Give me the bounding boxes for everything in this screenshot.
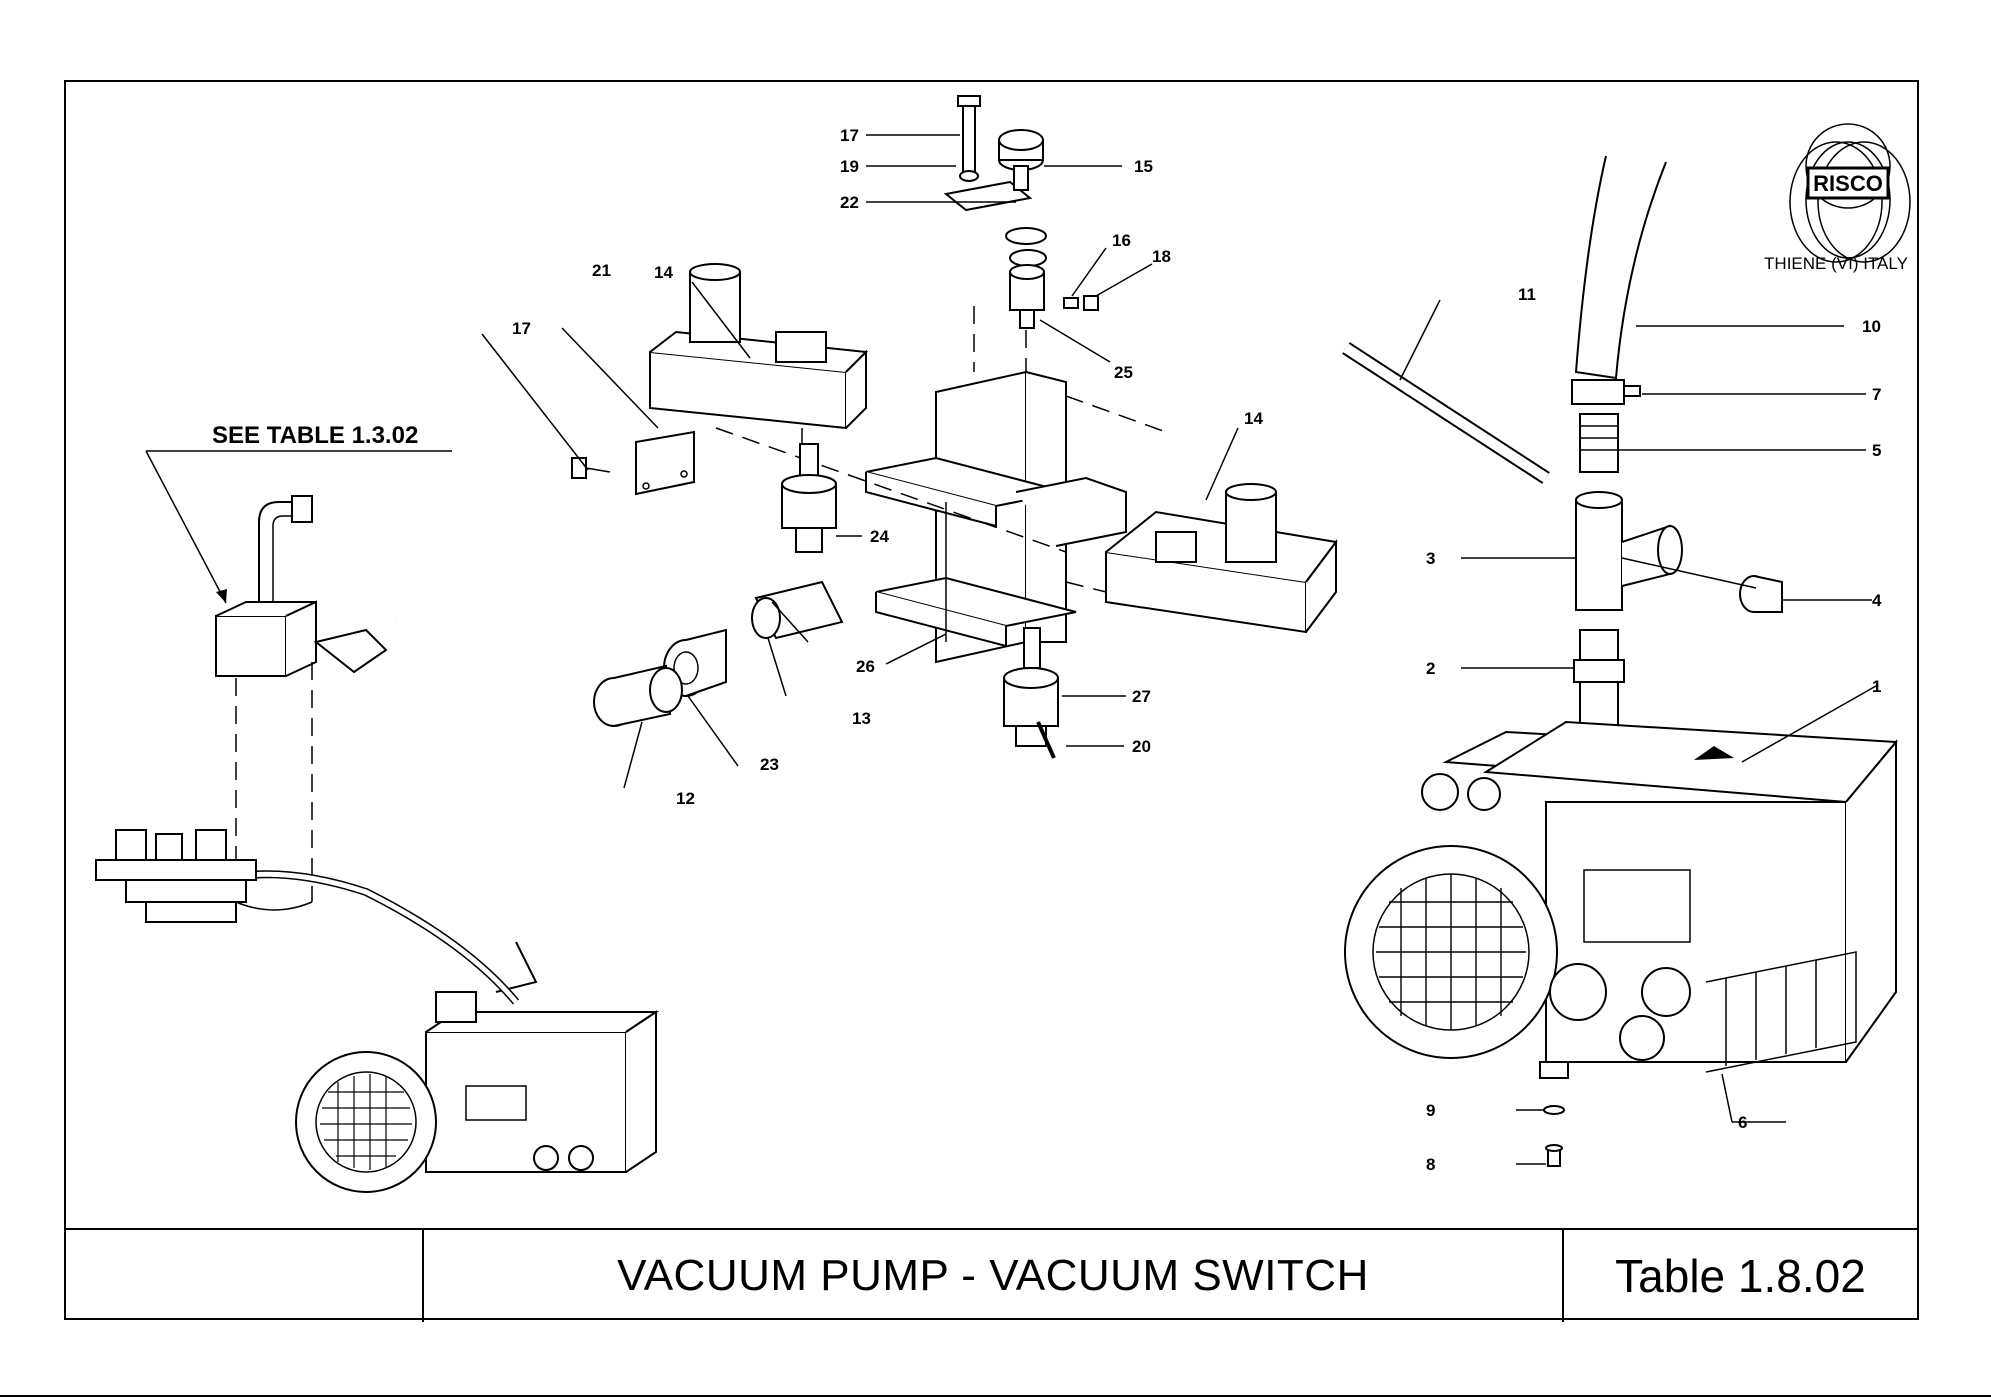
callout-6: 6 (1738, 1113, 1747, 1132)
switch-plate-22 (943, 95, 1033, 212)
fitting-24 (781, 443, 837, 553)
page-bottom-rule (0, 1395, 1991, 1397)
drawing-title: VACUUM PUMP - VACUUM SWITCH (424, 1230, 1564, 1322)
callout-3: 3 (1426, 549, 1435, 568)
callout-15: 15 (1134, 157, 1153, 176)
title-block-blank-cell (66, 1230, 424, 1322)
callout-23: 23 (760, 755, 779, 774)
fitting-12 (593, 664, 683, 727)
vacuum-switch-15 (998, 129, 1044, 191)
plate-21 (635, 430, 695, 496)
logo-location: THIENE (VI) ITALY (1764, 254, 1908, 273)
callout-22: 22 (840, 193, 859, 212)
table-number: Table 1.8.02 (1615, 1250, 1866, 1302)
callout-4: 4 (1872, 591, 1882, 610)
callout-25: 25 (1114, 363, 1133, 382)
screw-17-left (571, 457, 611, 479)
callout-2: 2 (1426, 659, 1435, 678)
callout-1: 1 (1872, 677, 1881, 696)
reference-leader (145, 450, 227, 604)
bracket-assembly (865, 302, 1167, 664)
oring-9 (1543, 1105, 1565, 1115)
reference-arrow (216, 589, 227, 603)
coupling-13 (751, 580, 844, 640)
fitting-4 (1739, 575, 1783, 613)
callout-labels: 17 19 15 22 16 18 21 14 25 11 10 17 7 14… (512, 126, 1882, 1174)
drawing-sheet: RISCO THIENE (VI) ITALY SEE TABLE 1.3.02 (64, 80, 1919, 1322)
leader-lines (481, 134, 1877, 1165)
vacuum-switch-housing-left (649, 263, 1067, 553)
nipple-2 (1573, 629, 1625, 731)
callout-17-left: 17 (512, 319, 531, 338)
hose-clamp-7 (1571, 379, 1641, 405)
fitting-27 (1003, 627, 1059, 759)
callout-14-left: 14 (654, 263, 673, 282)
left-overview-assembly (95, 495, 660, 1193)
title-block: VACUUM PUMP - VACUUM SWITCH Table 1.8.02 (66, 1228, 1917, 1322)
callout-16: 16 (1112, 231, 1131, 250)
callout-11: 11 (1518, 285, 1536, 304)
exploded-diagram: RISCO THIENE (VI) ITALY SEE TABLE 1.3.02 (95, 95, 1911, 1193)
callout-10: 10 (1862, 317, 1881, 336)
tee-3 (1575, 491, 1683, 611)
vacuum-pump-6 (1344, 720, 1899, 1079)
vacuum-switch-housing-right (1105, 483, 1338, 634)
callout-14-right: 14 (1244, 409, 1263, 428)
tube-11 (1342, 342, 1550, 484)
callout-26: 26 (856, 657, 875, 676)
callout-20: 20 (1132, 737, 1151, 756)
screw-8 (1545, 1144, 1563, 1167)
callout-7: 7 (1872, 385, 1881, 404)
logo-text: RISCO (1813, 171, 1883, 196)
callout-19: 19 (840, 157, 859, 176)
risco-logo: RISCO (1789, 123, 1911, 263)
callout-17-top: 17 (840, 126, 859, 145)
callout-9: 9 (1426, 1101, 1435, 1120)
callout-12: 12 (676, 789, 695, 808)
hose-10 (1574, 155, 1667, 380)
reference-note: SEE TABLE 1.3.02 (212, 422, 418, 449)
hose-connector-5 (1579, 413, 1619, 473)
callout-27: 27 (1132, 687, 1151, 706)
callout-8: 8 (1426, 1155, 1435, 1174)
callout-13: 13 (852, 709, 871, 728)
callout-21: 21 (592, 261, 611, 280)
callout-18: 18 (1152, 247, 1171, 266)
callout-24: 24 (870, 527, 889, 546)
adapter-25 (1005, 227, 1099, 329)
callout-5: 5 (1872, 441, 1881, 460)
filter-block (215, 615, 287, 677)
